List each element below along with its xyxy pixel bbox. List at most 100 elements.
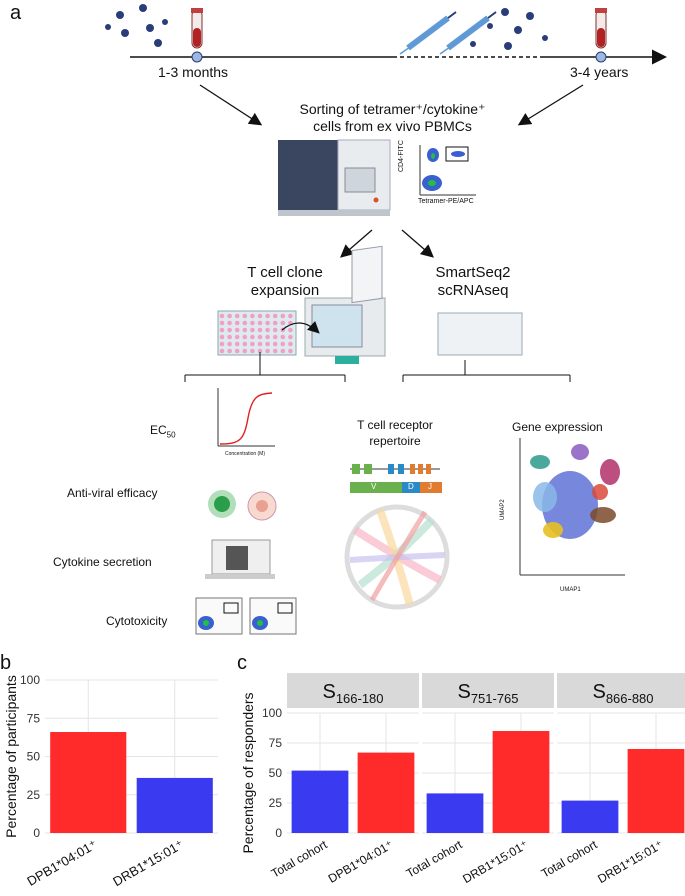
plate-well [265,327,270,333]
plate-well [272,313,278,319]
plate-well [219,341,225,347]
arrow [517,84,584,126]
plate-well [227,327,232,333]
arrow [199,84,263,126]
chart-b: 0255075100DPB1*04:01⁺DRB1*15:01⁺Percenta… [3,673,218,890]
timepoint-early-label: 1-3 months [158,64,229,80]
plate-well [272,348,278,354]
plate-well [272,320,278,326]
plate-well [242,313,248,319]
blood-tube-icon [595,8,607,49]
x-tick-label: Total cohort [539,837,600,880]
plate-well [234,320,240,326]
bar [136,777,213,833]
panel-c-label: c [237,652,247,674]
x-tick-label: Total cohort [269,837,330,880]
bar [627,749,685,833]
plate-well [288,348,293,354]
sorting-label-line1: Sorting of tetramer⁺/cytokine⁺ [299,101,486,117]
plate-well [257,341,263,347]
antiviral-label: Anti-viral efficacy [67,486,158,500]
plate-well [272,327,278,333]
cytotox-label: Cytotoxicity [106,614,168,628]
plate-well [242,341,248,347]
bar [561,800,619,833]
flow-x-label: Tetramer-PE/APC [418,198,474,205]
plate-well [257,348,263,354]
plate-well [234,313,240,319]
bracket-lines [184,352,571,382]
analyzer-instrument-icon [205,539,275,579]
plate-well [219,320,225,326]
v-segment-label: V [371,482,377,491]
bar [291,770,349,833]
facet-title: S866-880 [592,681,653,706]
plate-well [288,327,293,333]
y-tick-label: 100 [20,673,40,687]
flow-y-label: CD4-FITC [398,140,405,172]
plate-well [280,313,286,319]
plate-well [265,348,270,354]
y-axis-label: Percentage of responders [240,692,256,853]
plate-well [280,341,286,347]
plate-well [250,320,255,326]
vdj-gene-diagram [350,464,442,493]
facet-strip [422,673,554,708]
plate-well [234,327,240,333]
y-axis-label: Percentage of participants [3,675,19,838]
plate-well [288,313,293,319]
plate-well [265,320,270,326]
arrow [401,229,434,258]
ec50-x-label: Concentration (M) [225,451,266,457]
plate-well [234,334,240,340]
x-tick-label: DRB1*15:01⁺ [110,837,186,890]
clone-expansion-line1: T cell clone [247,264,323,281]
plate-well [257,320,263,326]
plate-well [257,313,263,319]
facet-strip [557,673,685,708]
j-segment-label: J [428,482,432,491]
cytotoxicity-plot [195,597,297,635]
plate-well [219,334,225,340]
panel-a-graphics [105,4,667,635]
plate-well [227,341,232,347]
plate-well [250,341,255,347]
d-segment-label: D [408,482,414,491]
tcr-label-line1: T cell receptor [357,418,433,432]
facet-title: S751-765 [457,681,518,706]
plate-well [242,334,248,340]
y-tick-label: 50 [27,750,41,764]
y-tick-label: 0 [33,826,40,840]
plate-well [288,334,293,340]
x-tick-label: DPB1*04:01⁺ [326,837,396,885]
plate-well [234,348,240,354]
blood-tube-icon [191,8,203,49]
cytokine-label: Cytokine secretion [53,555,152,569]
plate-well [257,334,263,340]
plate-well [288,341,293,347]
plate-well [242,327,248,333]
plate-well [250,327,255,333]
umap-x-label: UMAP1 [560,587,581,593]
y-tick-label: 25 [269,796,283,810]
bar [50,732,127,833]
plate-well [272,334,278,340]
plate-well [250,334,255,340]
plate-well [250,313,255,319]
antiviral-cell-icon [208,490,277,521]
panel-b-label: b [0,652,12,674]
bar [492,731,550,833]
panel-a-label: a [10,2,22,24]
culture-plate-icon [217,310,297,356]
syringe-icon [439,11,497,55]
plate-well [280,334,286,340]
incubator-icon [281,245,386,364]
plate-well [242,320,248,326]
bar [357,752,415,833]
plate-well [234,341,240,347]
sequencing-plate-icon [437,312,523,356]
timepoint-late-label: 3-4 years [570,64,629,80]
x-tick-label: DRB1*15:01⁺ [460,837,530,886]
plate-well [219,313,225,319]
